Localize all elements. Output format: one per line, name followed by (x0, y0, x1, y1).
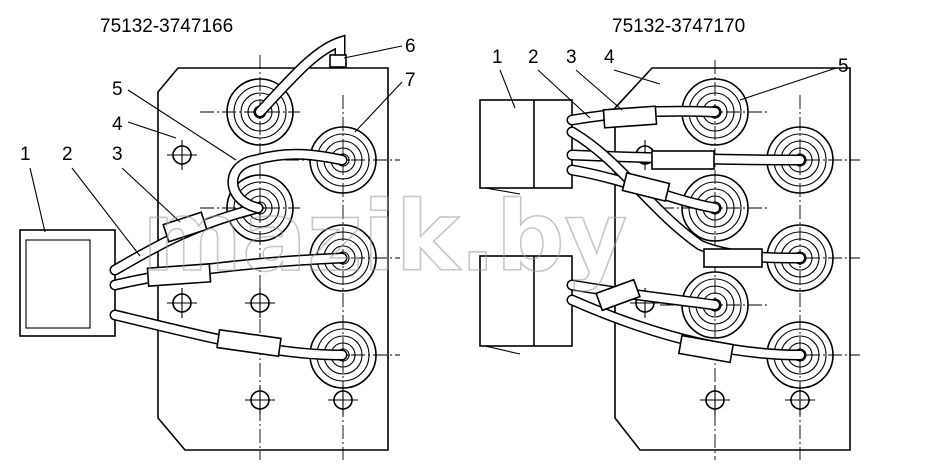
right-connector-blocks (479, 99, 573, 355)
right-callout-3: 3 (566, 47, 577, 68)
left-callout-5: 5 (112, 79, 123, 100)
left-callout-6: 6 (405, 36, 416, 57)
right-panel (614, 67, 851, 451)
left-callout-7: 7 (405, 70, 416, 91)
left-assembly: 75132-3747166 (19, 16, 416, 460)
left-part-number: 75132-3747166 (100, 16, 233, 37)
right-callouts: 1 2 3 4 5 (492, 47, 849, 119)
right-part-number: 75132-3747170 (612, 16, 745, 37)
right-callout-2: 2 (528, 47, 539, 68)
watermark: mazik.by (142, 181, 627, 293)
right-wires (566, 105, 806, 364)
left-wires (109, 34, 348, 361)
right-callout-4: 4 (604, 47, 615, 68)
left-callout-2: 2 (62, 144, 73, 165)
right-callout-5: 5 (838, 56, 849, 77)
right-callout-1: 1 (492, 47, 503, 68)
left-callouts: 1 2 3 4 5 6 7 (20, 36, 416, 257)
left-callout-4: 4 (112, 114, 123, 135)
right-assembly: 75132-3747170 (479, 16, 860, 460)
left-callout-3: 3 (112, 144, 123, 165)
left-panel (157, 67, 389, 451)
left-connector-block (19, 229, 116, 337)
left-callout-1: 1 (20, 144, 31, 165)
